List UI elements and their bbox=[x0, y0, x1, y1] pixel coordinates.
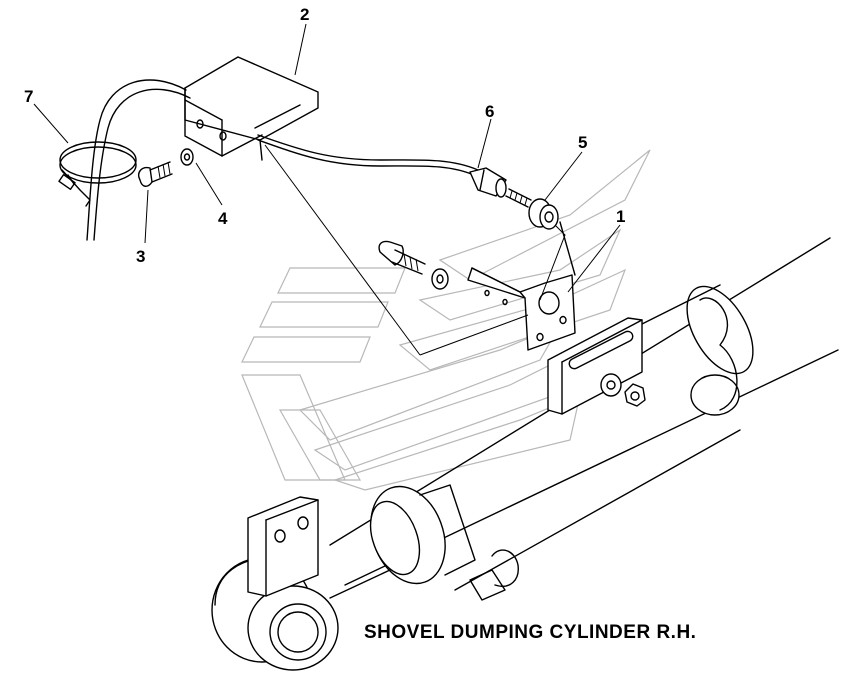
cylinder-assembly bbox=[211, 237, 839, 671]
callout-1: 1 bbox=[616, 207, 625, 226]
connector-part-6 bbox=[469, 167, 507, 198]
proximity-sensor-part-5 bbox=[505, 188, 576, 276]
leader-lines bbox=[33, 23, 621, 293]
callout-3: 3 bbox=[136, 247, 145, 266]
callout-5: 5 bbox=[578, 133, 587, 152]
callout-6: 6 bbox=[485, 102, 494, 121]
cable-tie-part-7 bbox=[58, 141, 137, 207]
controller-box-part-2 bbox=[184, 56, 319, 161]
callout-4: 4 bbox=[218, 209, 228, 228]
callout-7: 7 bbox=[24, 87, 33, 106]
bracket-bolt bbox=[378, 240, 449, 290]
screw-part-3 bbox=[138, 161, 173, 187]
bracket-part-1 bbox=[467, 267, 576, 351]
washer-nut bbox=[600, 373, 646, 407]
watermark-logo bbox=[241, 149, 651, 491]
slotted-plate bbox=[547, 317, 643, 415]
diagram-caption: SHOVEL DUMPING CYLINDER R.H. bbox=[364, 622, 696, 643]
callouts: 1 2 3 4 5 6 7 bbox=[24, 5, 625, 266]
assembly-guide-lines bbox=[264, 144, 566, 356]
washer-part-4 bbox=[180, 148, 194, 166]
callout-2: 2 bbox=[300, 5, 309, 24]
